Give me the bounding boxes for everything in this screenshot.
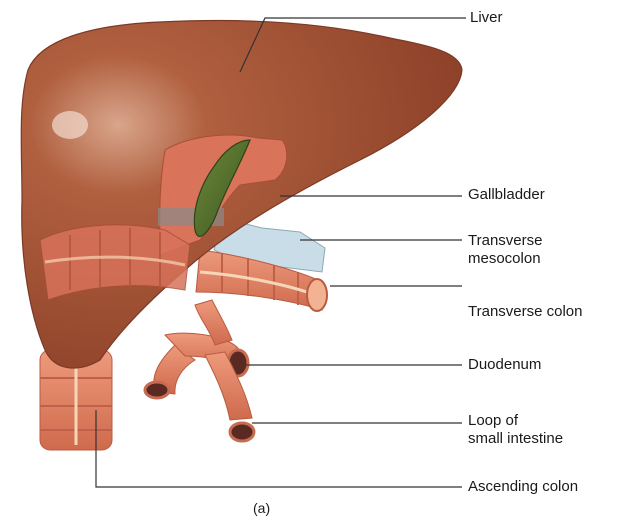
- small-intestine-shape: [145, 300, 254, 441]
- label-gallbladder: Gallbladder: [468, 186, 545, 204]
- label-duodenum: Duodenum: [468, 356, 541, 374]
- liver-shape: [21, 21, 462, 368]
- label-gallbladder-line1: Gallbladder: [468, 186, 545, 204]
- label-liver-line1: Liver: [470, 9, 503, 27]
- label-small-intestine: Loop of small intestine: [468, 412, 563, 448]
- label-transverse-colon-line1: Transverse colon: [468, 303, 583, 321]
- label-transverse-colon: Transverse colon: [468, 303, 583, 321]
- label-liver: Liver: [470, 9, 503, 27]
- label-duodenum-line1: Duodenum: [468, 356, 541, 374]
- label-transverse-mesocolon-line1: Transverse: [468, 232, 542, 250]
- liver-highlight: [52, 111, 88, 139]
- label-transverse-mesocolon-line2: mesocolon: [468, 250, 542, 268]
- figure-caption: (a): [253, 500, 270, 516]
- label-small-intestine-line2: small intestine: [468, 430, 563, 448]
- label-transverse-mesocolon: Transverse mesocolon: [468, 232, 542, 268]
- label-ascending-colon-line1: Ascending colon: [468, 478, 578, 496]
- label-small-intestine-line1: Loop of: [468, 412, 563, 430]
- leader-line-ascending-colon: [96, 410, 462, 487]
- label-ascending-colon: Ascending colon: [468, 478, 578, 496]
